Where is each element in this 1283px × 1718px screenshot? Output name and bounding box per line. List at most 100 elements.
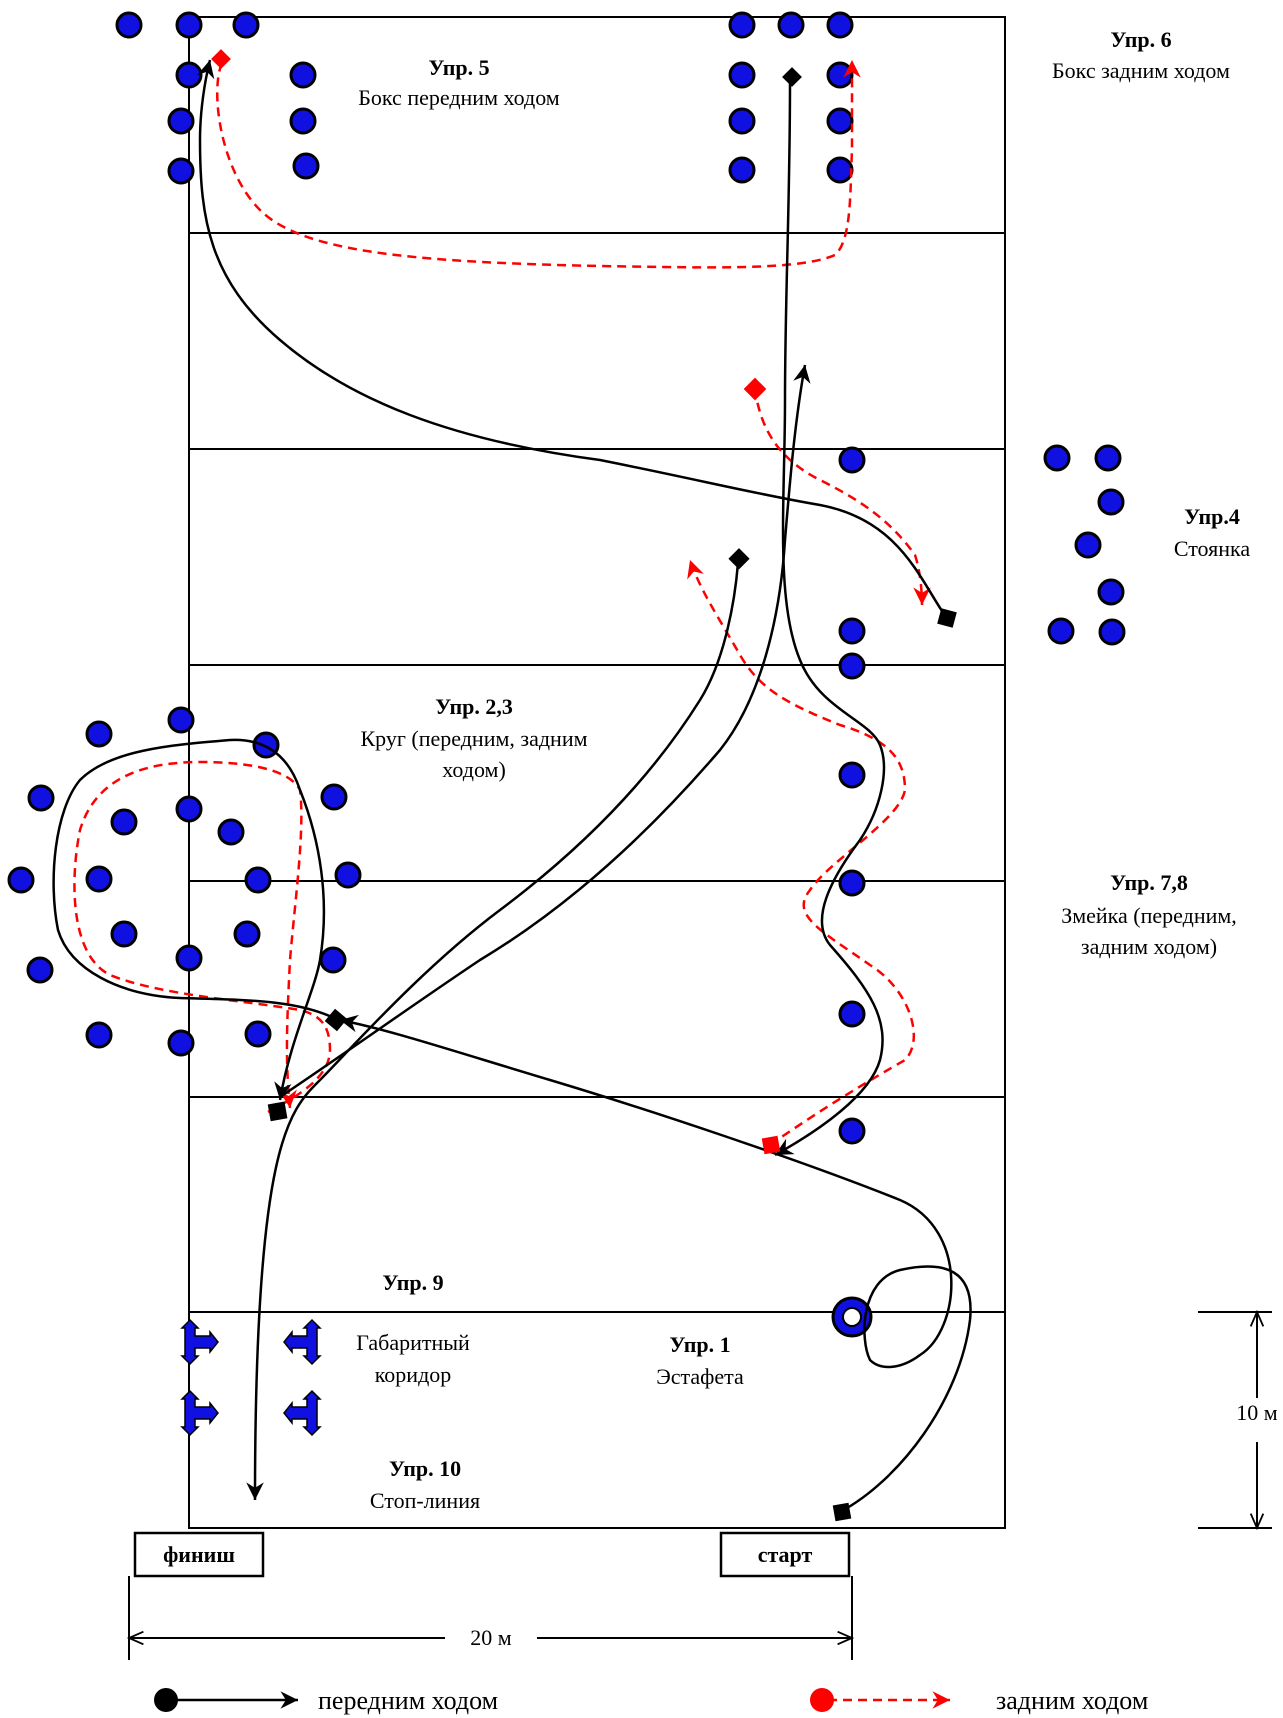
cone-icon — [1094, 444, 1122, 472]
cone-icon — [85, 1021, 113, 1049]
cone-icon — [1097, 488, 1125, 516]
corridor-markers — [180, 1318, 322, 1437]
forward-start-marker-icon — [728, 548, 750, 570]
ex78-caption-line2: задним ходом) — [1081, 934, 1217, 959]
dimension-width-label: 20 м — [470, 1625, 512, 1650]
ex9-caption-line2: коридор — [375, 1362, 452, 1387]
cone-icon — [1043, 444, 1071, 472]
corridor-marker-icon — [283, 1389, 322, 1437]
field — [188, 16, 1006, 1529]
ex23-caption-line1: Круг (передним, задним — [360, 726, 587, 751]
cone-icon — [110, 920, 138, 948]
forward-path-snake — [774, 82, 886, 1157]
forward-path-circle — [52, 738, 339, 1101]
ex1-title: Упр. 1 — [669, 1332, 730, 1357]
ex9-title: Упр. 9 — [382, 1270, 443, 1295]
path-markers — [211, 49, 957, 1522]
ex23-caption-line2: ходом) — [442, 757, 506, 782]
cone-icon — [110, 808, 138, 836]
ex6-caption: Бокс задним ходом — [1052, 58, 1230, 83]
cone-icon — [167, 1029, 195, 1057]
cone-icon — [728, 61, 756, 89]
reverse-path-boxes — [216, 60, 861, 269]
forward-start-marker-icon — [782, 67, 802, 87]
corridor-marker-icon — [180, 1389, 219, 1437]
forward-start-marker-icon — [211, 49, 231, 69]
cone-icon — [826, 61, 854, 89]
cone-icon — [175, 795, 203, 823]
cone-icon — [1047, 617, 1075, 645]
cone-icon — [838, 617, 866, 645]
ex10-caption: Стоп-линия — [370, 1488, 480, 1513]
ex78-title: Упр. 7,8 — [1110, 870, 1188, 895]
cone-icon — [252, 731, 280, 759]
forward-path-parking-entry — [279, 364, 811, 1099]
ex6-title: Упр. 6 — [1110, 27, 1171, 52]
legend-reverse-label: задним ходом — [996, 1686, 1148, 1715]
cone-icon — [838, 1000, 866, 1028]
legend-forward-label: передним ходом — [318, 1686, 498, 1715]
forward-path-start — [339, 1014, 972, 1514]
relay-ring-icon — [831, 1296, 873, 1338]
cone-icon — [167, 107, 195, 135]
cone-icon — [728, 156, 756, 184]
cone-icon — [838, 869, 866, 897]
forward-start-marker-icon — [937, 608, 957, 628]
ex5-title: Упр. 5 — [428, 55, 489, 80]
cone-icon — [217, 818, 245, 846]
ex5-caption: Бокс передним ходом — [358, 85, 560, 110]
ex4-title: Упр.4 — [1184, 504, 1240, 529]
dimension-width — [129, 1576, 852, 1660]
cone-icon — [7, 866, 35, 894]
reverse-path-circle — [73, 760, 332, 1114]
corridor-marker-icon — [180, 1318, 219, 1366]
cone-icon — [826, 107, 854, 135]
cone-icon — [292, 152, 320, 180]
forward-start-marker-icon — [832, 1502, 852, 1522]
corridor-marker-icon — [283, 1318, 322, 1366]
reverse-marker-icon — [810, 1688, 834, 1712]
cone-icon — [728, 11, 756, 39]
cone-icon — [85, 865, 113, 893]
cone-icon — [175, 11, 203, 39]
start-box: старт — [719, 1531, 851, 1578]
forward-path-relay — [246, 562, 740, 1501]
cone-icon — [233, 920, 261, 948]
cone-icon — [319, 946, 347, 974]
ex78-caption-line1: Змейка (передним, — [1061, 903, 1237, 928]
forward-path-boxes — [197, 59, 948, 618]
cone-icon — [1098, 618, 1126, 646]
cone-icon — [826, 11, 854, 39]
finish-box: финиш — [133, 1531, 265, 1578]
cone-icon — [175, 61, 203, 89]
ex10-title: Упр. 10 — [389, 1456, 461, 1481]
cone-icon — [777, 11, 805, 39]
finish-label: финиш — [163, 1542, 235, 1567]
legend-forward: передним ходом — [154, 1686, 498, 1715]
dimension-height-label: 10 м — [1236, 1400, 1278, 1425]
start-label: старт — [758, 1542, 813, 1567]
cone-icon — [838, 1117, 866, 1145]
cone-icon — [244, 866, 272, 894]
forward-marker-icon — [154, 1688, 178, 1712]
cone-icon — [1097, 578, 1125, 606]
cone-icon — [27, 784, 55, 812]
cone-icon — [115, 11, 143, 39]
cone-icon — [85, 720, 113, 748]
ex1-caption: Эстафета — [656, 1364, 744, 1389]
forward-start-marker-icon — [324, 1008, 348, 1032]
cone-icon — [289, 61, 317, 89]
reverse-paths — [73, 60, 931, 1147]
cone-icon — [838, 446, 866, 474]
cone-icon — [26, 956, 54, 984]
forward-paths — [52, 59, 972, 1514]
labels: Упр. 5 Бокс передним ходом Упр. 6 Бокс з… — [356, 27, 1250, 1513]
cone-icon — [1074, 531, 1102, 559]
cone-icon — [167, 706, 195, 734]
cone-icon — [826, 156, 854, 184]
ex9-caption-line1: Габаритный — [356, 1330, 470, 1355]
cone-icon — [838, 652, 866, 680]
cone-icon — [289, 107, 317, 135]
cone-icon — [167, 157, 195, 185]
